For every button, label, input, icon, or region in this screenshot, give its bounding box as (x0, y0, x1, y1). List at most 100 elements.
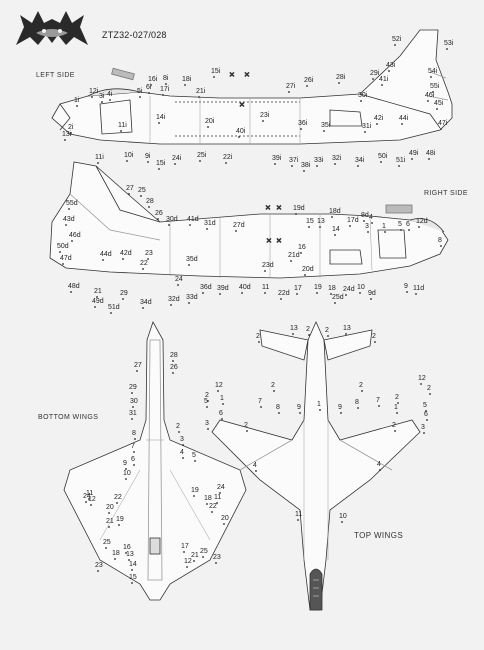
decal-leader-dot (316, 165, 318, 167)
decal-number: 2 (256, 333, 260, 340)
decal-number: 25d (332, 294, 344, 301)
decal-leader-dot (207, 428, 209, 430)
decal-number: 17i (160, 86, 170, 93)
decal-leader-dot (132, 406, 134, 408)
decal-number: 6 (424, 411, 428, 418)
decal-leader-dot (384, 231, 386, 233)
decal-leader-dot (206, 406, 208, 408)
bottom-wings-view (63, 321, 247, 601)
decal-number: 11 (214, 494, 221, 501)
sheet-code: ZTZ32-027/028 (102, 30, 167, 40)
decal-number: 7 (376, 397, 380, 404)
decal-leader-dot (64, 139, 66, 141)
decal-number: 22i (223, 154, 233, 161)
decal-number: 49i (409, 150, 419, 157)
decal-number: 39d (217, 285, 229, 292)
decal-leader-dot (334, 302, 336, 304)
decal-leader-dot (303, 170, 305, 172)
decal-leader-dot (131, 418, 133, 420)
decal-leader-dot (108, 526, 110, 528)
decal-leader-dot (367, 231, 369, 233)
decal-leader-dot (125, 552, 127, 554)
decal-number: 24d (343, 286, 355, 293)
decal-number: 24i (172, 155, 182, 162)
decal-number: 15 (129, 574, 137, 581)
decal-leader-dot (264, 270, 266, 272)
decal-leader-dot (330, 293, 332, 295)
decal-leader-dot (139, 96, 141, 98)
decal-number: 12d (416, 218, 428, 225)
decal-leader-dot (327, 335, 329, 337)
decal-leader-dot (114, 558, 116, 560)
decal-leader-dot (345, 333, 347, 335)
decal-leader-dot (126, 160, 128, 162)
decal-leader-dot (174, 163, 176, 165)
decal-number: 4 (377, 461, 381, 468)
decal-number: 23 (145, 250, 153, 257)
decal-number: 11 (295, 511, 302, 518)
decal-leader-dot (172, 360, 174, 362)
decal-leader-dot (334, 163, 336, 165)
decal-number: 50i (378, 153, 388, 160)
decal-leader-dot (71, 240, 73, 242)
svg-text:✕: ✕ (266, 238, 272, 245)
decal-leader-dot (182, 444, 184, 446)
decal-leader-dot (70, 132, 72, 134)
decal-number: 18i (182, 76, 192, 83)
top-wings-view (211, 321, 421, 611)
decal-number: 20i (205, 118, 215, 125)
svg-text:✕: ✕ (239, 102, 245, 109)
decal-number: 15 (306, 218, 314, 225)
decal-number: 35i (321, 122, 331, 129)
decal-number: 21d (288, 252, 300, 259)
decal-number: 2 (325, 327, 329, 334)
decal-number: 27d (233, 222, 245, 229)
decal-number: 39i (272, 155, 282, 162)
decal-leader-dot (440, 245, 442, 247)
decal-leader-dot (188, 302, 190, 304)
decal-leader-dot (428, 158, 430, 160)
decal-leader-dot (401, 123, 403, 125)
decal-number: 2 (205, 392, 209, 399)
brand-logo (16, 11, 88, 45)
decal-number: 33i (314, 157, 324, 164)
decal-leader-dot (394, 44, 396, 46)
decal-leader-dot (408, 229, 410, 231)
decal-number: 13 (126, 551, 134, 558)
decal-number: 3 (421, 424, 425, 431)
decal-leader-dot (183, 551, 185, 553)
decal-number: 41i (379, 76, 389, 83)
decal-number: 20 (221, 515, 229, 522)
decal-number: 42i (374, 115, 384, 122)
decal-number: 3 (205, 420, 209, 427)
svg-text:✕: ✕ (265, 205, 271, 212)
decal-leader-dot (290, 260, 292, 262)
decal-number: 19 (314, 284, 322, 291)
decal-leader-dot (168, 224, 170, 226)
decal-number: 16 (123, 544, 131, 551)
view-label-right: RIGHT SIDE (424, 190, 468, 197)
decal-leader-dot (288, 91, 290, 93)
decal-number: 54i (428, 68, 438, 75)
decal-leader-dot (182, 457, 184, 459)
decal-number: 3i (99, 93, 105, 100)
decal-number: 10 (357, 284, 365, 291)
decal-number: 20d (302, 266, 314, 273)
decal-leader-dot (186, 566, 188, 568)
decal-number: 23 (213, 554, 221, 561)
decal-leader-dot (128, 193, 130, 195)
decal-leader-dot (292, 333, 294, 335)
decal-leader-dot (378, 405, 380, 407)
decal-leader-dot (425, 410, 427, 412)
decal-leader-dot (140, 195, 142, 197)
decal-number: 32d (168, 296, 180, 303)
decal-leader-dot (128, 559, 130, 561)
decal-leader-dot (278, 412, 280, 414)
decal-leader-dot (372, 78, 374, 80)
decal-number: 5 (398, 221, 402, 228)
decal-leader-dot (299, 412, 301, 414)
decal-number: 46i (425, 92, 435, 99)
decal-leader-dot (110, 312, 112, 314)
